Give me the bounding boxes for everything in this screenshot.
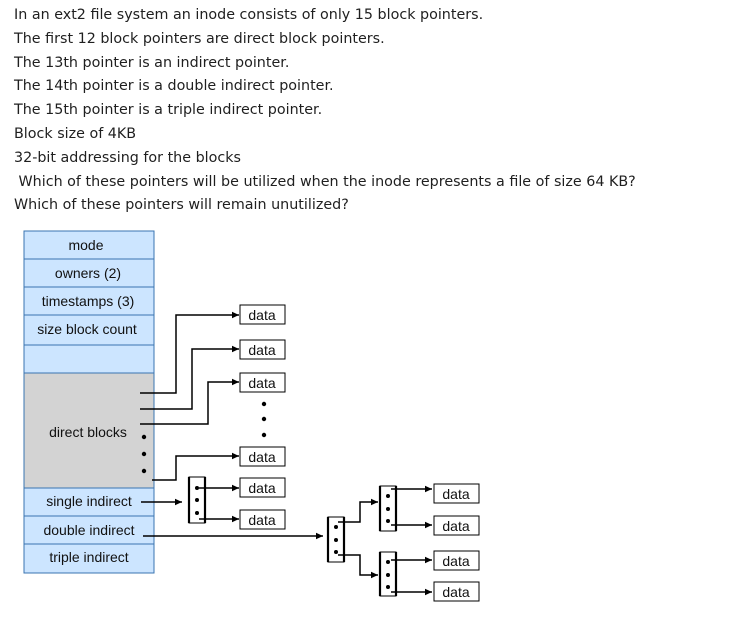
inode-field-owners bbox=[23, 258, 155, 288]
double-indirect-arrows bbox=[338, 498, 378, 579]
direct-blocks-label: direct blocks bbox=[49, 424, 127, 440]
single-indirect-field bbox=[23, 487, 155, 517]
question-text: In an ext2 file system an inode consists… bbox=[14, 4, 734, 218]
direct-data-blocks: data data data data bbox=[239, 304, 286, 467]
data-block-label: data bbox=[248, 307, 275, 323]
data-block bbox=[239, 339, 286, 360]
timestamps-label: timestamps (3) bbox=[42, 293, 135, 309]
single-indirect-data: data data bbox=[239, 477, 286, 530]
data-ellipsis-dots bbox=[261, 401, 267, 438]
data-block-label: data bbox=[442, 486, 469, 502]
single-indirect-label: single indirect bbox=[46, 493, 132, 509]
second-level-arrows bbox=[391, 485, 432, 596]
double-indirect-label: double indirect bbox=[43, 522, 134, 538]
data-block bbox=[433, 483, 480, 504]
inode-field-timestamps bbox=[23, 286, 155, 316]
direct-pointer-lines bbox=[140, 311, 323, 540]
double-indirect-data: data data data data bbox=[433, 483, 480, 602]
question-line-8: Which of these pointers will be utilized… bbox=[14, 173, 636, 190]
data-block-label: data bbox=[442, 584, 469, 600]
owners-label: owners (2) bbox=[55, 265, 121, 281]
size-block-count-label: size block count bbox=[37, 321, 137, 337]
question-line-9: Which of these pointers will remain unut… bbox=[14, 197, 349, 214]
data-block bbox=[239, 446, 286, 467]
data-block-label: data bbox=[248, 342, 275, 358]
data-block-label: data bbox=[248, 449, 275, 465]
double-indirect-field bbox=[23, 515, 155, 545]
data-block-label: data bbox=[248, 512, 275, 528]
data-block bbox=[239, 372, 286, 393]
question-line-6: Block size of 4KB bbox=[14, 125, 137, 142]
question-line-1: In an ext2 file system an inode consists… bbox=[14, 7, 484, 23]
question-line-2: The first 12 block pointers are direct b… bbox=[14, 30, 385, 47]
question-line-3: The 13th pointer is an indirect pointer. bbox=[14, 54, 290, 71]
mode-label: mode bbox=[68, 237, 103, 253]
data-block-label: data bbox=[248, 480, 275, 496]
question-line-5: The 15th pointer is a triple indirect po… bbox=[14, 102, 323, 119]
question-line-4: The 14th pointer is a double indirect po… bbox=[14, 78, 334, 95]
data-block bbox=[239, 509, 286, 530]
direct-blocks-dots bbox=[141, 434, 147, 474]
double-indirect-block bbox=[326, 516, 346, 563]
inode-box: mode owners (2) timestamps (3) size bloc… bbox=[23, 230, 155, 574]
triple-indirect-label: triple indirect bbox=[49, 549, 128, 565]
data-block bbox=[239, 304, 286, 325]
triple-indirect-field bbox=[23, 543, 155, 574]
single-indirect-block bbox=[187, 476, 207, 524]
single-indirect-arrows bbox=[199, 484, 239, 523]
data-block-label: data bbox=[442, 518, 469, 534]
data-block-label: data bbox=[248, 375, 275, 391]
inode-field-blank bbox=[23, 344, 155, 374]
second-level-block-lower bbox=[378, 551, 398, 597]
data-block bbox=[433, 550, 480, 571]
data-block bbox=[433, 581, 480, 602]
second-level-block-upper bbox=[378, 485, 398, 532]
data-block-label: data bbox=[442, 553, 469, 569]
direct-blocks-area bbox=[23, 372, 155, 489]
data-block bbox=[239, 477, 286, 498]
data-block bbox=[433, 515, 480, 536]
question-line-7: 32-bit addressing for the blocks bbox=[14, 149, 241, 166]
